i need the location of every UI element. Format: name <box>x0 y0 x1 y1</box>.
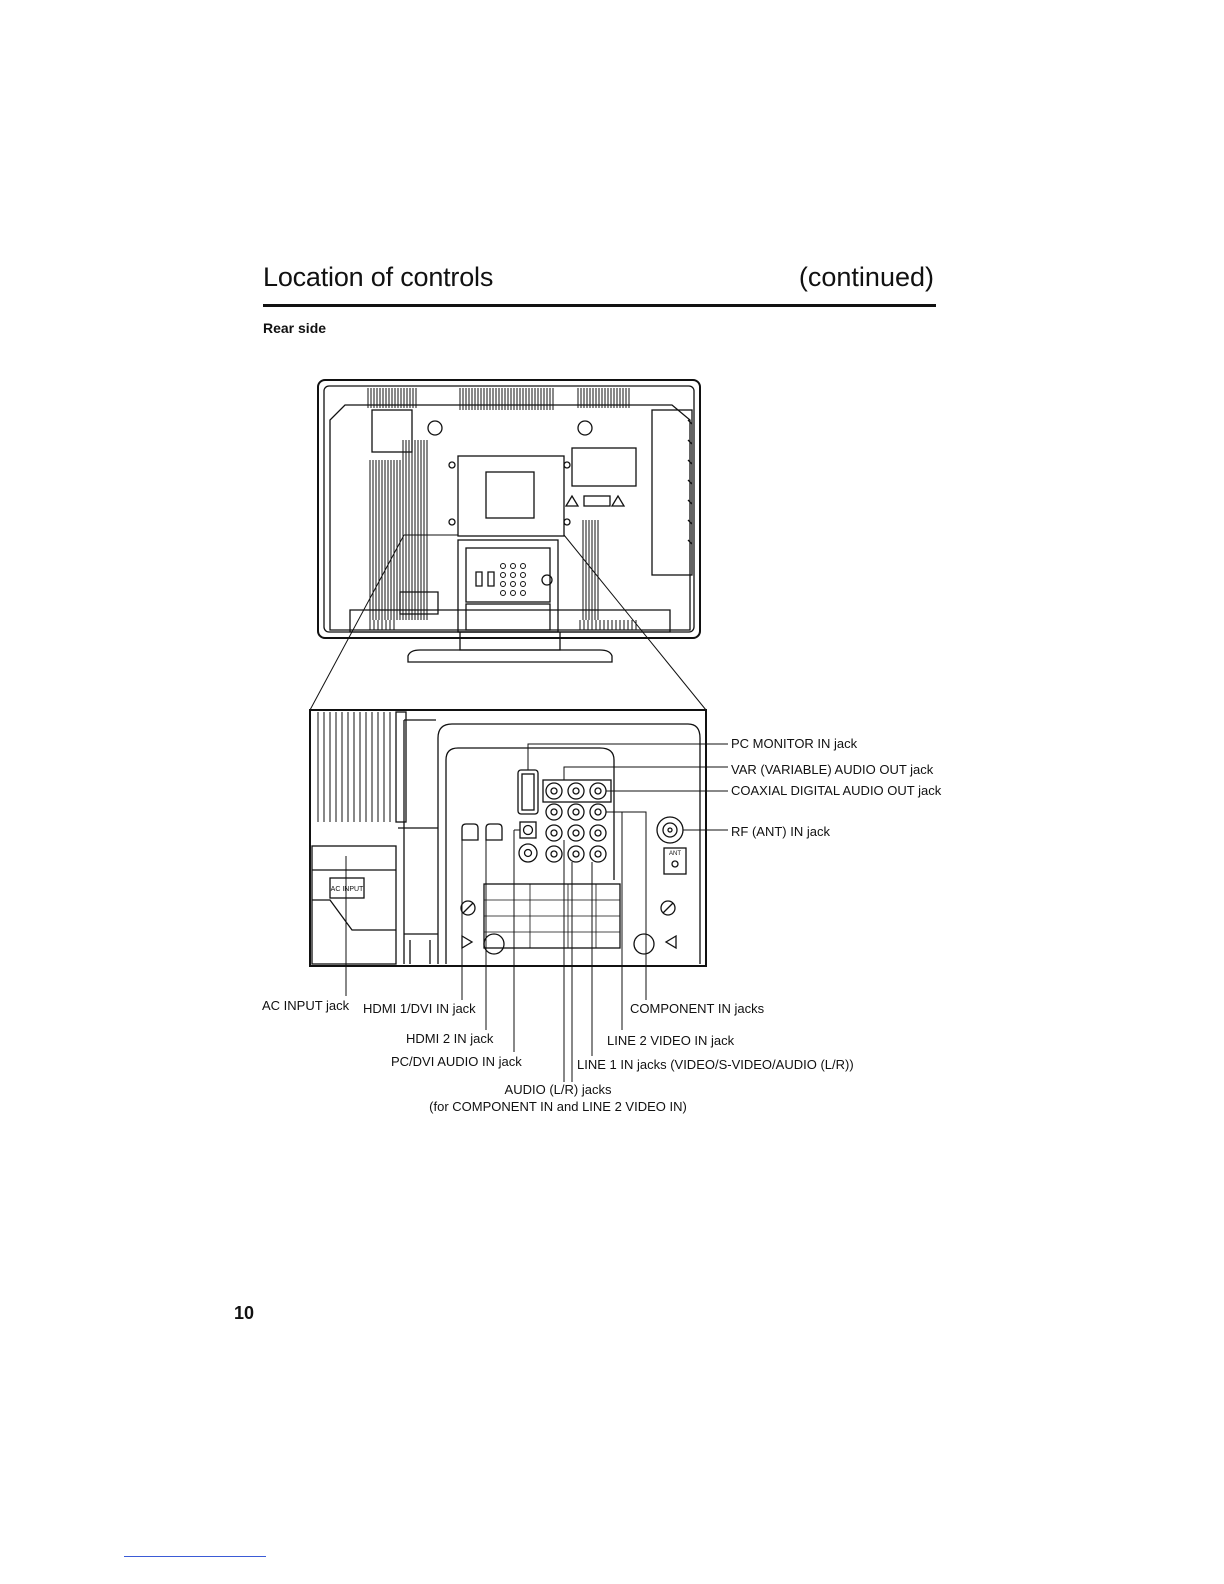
title-rule <box>263 304 936 307</box>
label-audio-lr: AUDIO (L/R) jacks <box>504 1082 612 1097</box>
ant-marking: ANT <box>669 851 681 857</box>
label-component-in: COMPONENT IN jacks <box>630 1001 765 1016</box>
label-pc-monitor-in: PC MONITOR IN jack <box>731 736 858 751</box>
ac-input-marking: AC INPUT <box>331 886 364 893</box>
tv-rear-overview <box>309 379 707 711</box>
page-title-continued: (continued) <box>798 262 934 292</box>
label-rf-ant-in: RF (ANT) IN jack <box>731 824 830 839</box>
label-hdmi2-in: HDMI 2 IN jack <box>406 1031 494 1046</box>
label-ac-input: AC INPUT jack <box>262 998 350 1013</box>
zoomed-jack-panel: AC INPUT <box>309 709 707 967</box>
leader-lines <box>345 743 728 1082</box>
label-line1-in: LINE 1 IN jacks (VIDEO/S-VIDEO/AUDIO (L/… <box>577 1057 854 1072</box>
page-number: 10 <box>234 1303 255 1323</box>
rca-jack-grid <box>542 779 612 863</box>
label-line2-video-in: LINE 2 VIDEO IN jack <box>607 1033 735 1048</box>
label-hdmi1-dvi-in: HDMI 1/DVI IN jack <box>363 1001 476 1016</box>
page-title: Location of controls <box>263 262 494 292</box>
label-pc-dvi-audio-in: PC/DVI AUDIO IN jack <box>391 1054 522 1069</box>
section-subheading: Rear side <box>263 320 327 336</box>
footer-link-line <box>124 1556 266 1557</box>
label-audio-lr-note: (for COMPONENT IN and LINE 2 VIDEO IN) <box>429 1099 687 1114</box>
label-coaxial-digital-audio-out: COAXIAL DIGITAL AUDIO OUT jack <box>731 783 942 798</box>
label-var-audio-out: VAR (VARIABLE) AUDIO OUT jack <box>731 762 934 777</box>
